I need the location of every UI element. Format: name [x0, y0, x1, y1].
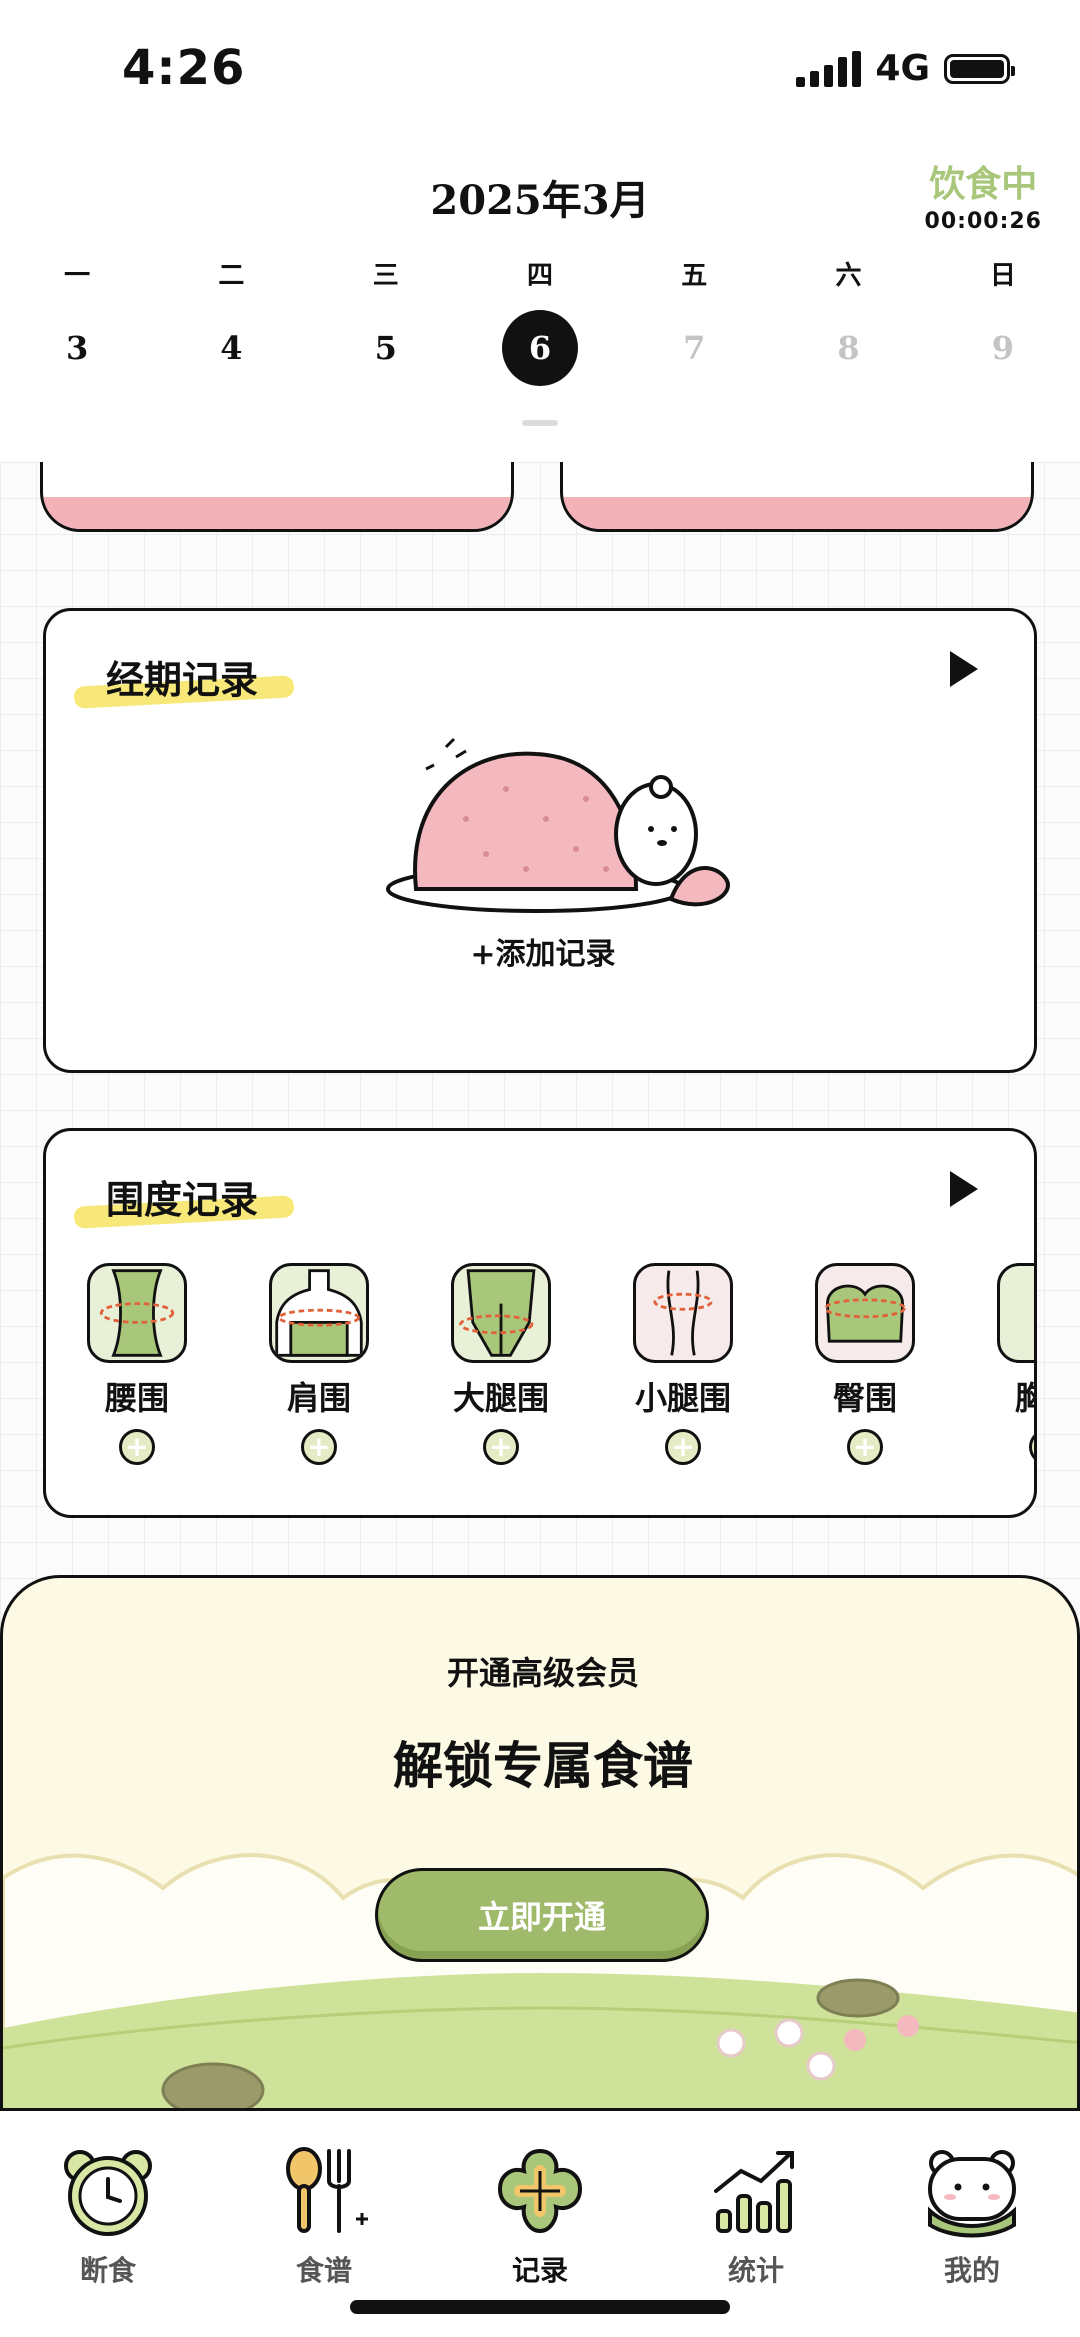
- alarm-clock-icon: [64, 2150, 152, 2236]
- play-arrow-icon[interactable]: [950, 1171, 978, 1207]
- summary-card-right[interactable]: [560, 462, 1034, 532]
- bottom-tab-bar: 断食 食谱 记录 统计: [0, 2108, 1080, 2337]
- add-calf-button[interactable]: +: [665, 1429, 701, 1465]
- measure-label: 腰围: [104, 1379, 169, 1417]
- vip-subtitle: 开通高级会员: [446, 1654, 639, 1692]
- hip-icon: [815, 1263, 915, 1363]
- measurement-record-card[interactable]: 围度记录 腰围 + 肩围 + 大腿围 +: [43, 1128, 1037, 1518]
- measure-label: 臀围: [832, 1379, 897, 1417]
- date-cell[interactable]: 3: [66, 329, 89, 367]
- period-record-card[interactable]: 经期记录 +添加记录: [43, 608, 1037, 1073]
- add-thigh-button[interactable]: +: [483, 1429, 519, 1465]
- weekday-label: 四: [526, 261, 553, 291]
- measure-card-title: 围度记录: [106, 1177, 259, 1222]
- spoon-fork-icon: [286, 2147, 368, 2233]
- add-chest-button[interactable]: +: [1029, 1429, 1034, 1465]
- measure-item-waist[interactable]: 腰围 +: [82, 1263, 192, 1465]
- date-cell[interactable]: 4: [220, 329, 243, 367]
- tab-label: 记录: [511, 2254, 568, 2287]
- fasting-timer: 00:00:26: [924, 209, 1042, 234]
- sleeping-bear-illustration: [386, 737, 730, 913]
- status-bar: 4:26 4G: [0, 0, 1080, 140]
- measure-label: 大腿围: [452, 1379, 549, 1417]
- activate-vip-button[interactable]: 立即开通: [375, 1868, 709, 1962]
- add-period-record-button[interactable]: +添加记录: [470, 937, 616, 972]
- chest-icon: [997, 1263, 1034, 1363]
- weekday-label: 一: [64, 261, 91, 291]
- home-indicator[interactable]: [350, 2300, 730, 2314]
- battery-icon: [944, 53, 1015, 84]
- date-row: 3 4 5 6 7 8 9: [0, 310, 1080, 386]
- waist-icon: [87, 1263, 187, 1363]
- measure-item-shoulder[interactable]: 肩围 +: [264, 1263, 374, 1465]
- date-cell[interactable]: 9: [991, 329, 1014, 367]
- tab-recipes[interactable]: 食谱: [216, 2141, 432, 2289]
- tab-label: 断食: [79, 2254, 136, 2287]
- weekday-label: 六: [835, 261, 862, 291]
- play-arrow-icon[interactable]: [950, 651, 978, 687]
- date-cell[interactable]: 5: [374, 329, 397, 367]
- month-title[interactable]: 2025年3月: [430, 177, 650, 224]
- plus-clover-icon: [497, 2148, 583, 2234]
- tab-records[interactable]: 记录: [432, 2141, 648, 2289]
- status-icons: 4G: [796, 48, 1015, 89]
- date-cell[interactable]: 7: [683, 329, 706, 367]
- weekday-row: 一 二 三 四 五 六 日: [0, 255, 1080, 292]
- meadow-illustration: [3, 1853, 1077, 2115]
- tab-label: 我的: [943, 2254, 1000, 2287]
- calendar-header: 2025年3月 饮食中 00:00:26 一 二 三 四 五 六 日 3 4 5…: [0, 140, 1080, 460]
- bear-face-icon: [928, 2150, 1016, 2238]
- shoulder-icon: [269, 1263, 369, 1363]
- tab-label: 食谱: [295, 2254, 352, 2287]
- measure-item-thigh[interactable]: 大腿围 +: [446, 1263, 556, 1465]
- fasting-status: 饮食中: [929, 163, 1038, 205]
- date-cell[interactable]: 8: [837, 329, 860, 367]
- tab-fasting[interactable]: 断食: [0, 2141, 216, 2289]
- tab-profile[interactable]: 我的: [864, 2141, 1080, 2289]
- vip-promo-panel[interactable]: 开通高级会员 解锁专属食谱 立即开通: [0, 1575, 1080, 2115]
- add-shoulder-button[interactable]: +: [301, 1429, 337, 1465]
- weekday-label: 五: [681, 261, 708, 291]
- fasting-status-widget[interactable]: 饮食中 00:00:26: [925, 155, 1042, 234]
- signal-icon: [796, 50, 862, 87]
- measure-item-hip[interactable]: 臀围 +: [810, 1263, 920, 1465]
- network-type: 4G: [875, 48, 930, 89]
- calf-icon: [633, 1263, 733, 1363]
- add-hip-button[interactable]: +: [847, 1429, 883, 1465]
- thigh-icon: [451, 1263, 551, 1363]
- weekday-label: 日: [989, 261, 1016, 291]
- measure-label: 小腿围: [634, 1379, 731, 1417]
- measure-label: 肩围: [286, 1379, 351, 1417]
- tab-stats[interactable]: 统计: [648, 2141, 864, 2289]
- add-waist-button[interactable]: +: [119, 1429, 155, 1465]
- summary-card-left[interactable]: [40, 462, 514, 532]
- status-time: 4:26: [122, 40, 246, 96]
- records-scroll-area[interactable]: 经期记录 +添加记录 围度记录 腰围: [0, 462, 1080, 2112]
- measure-item-calf[interactable]: 小腿围 +: [628, 1263, 738, 1465]
- measure-label: 胸围: [992, 1373, 1034, 1419]
- drag-handle[interactable]: [522, 420, 558, 426]
- tab-label: 统计: [727, 2254, 784, 2287]
- date-cell-selected[interactable]: 6: [501, 310, 578, 386]
- vip-title: 解锁专属食谱: [393, 1736, 693, 1795]
- weekday-label: 三: [372, 261, 399, 291]
- period-card-title: 经期记录: [106, 657, 259, 702]
- bar-chart-icon: [714, 2151, 794, 2233]
- weekday-label: 二: [218, 261, 245, 291]
- measure-item-chest[interactable]: 胸围 +: [992, 1263, 1034, 1465]
